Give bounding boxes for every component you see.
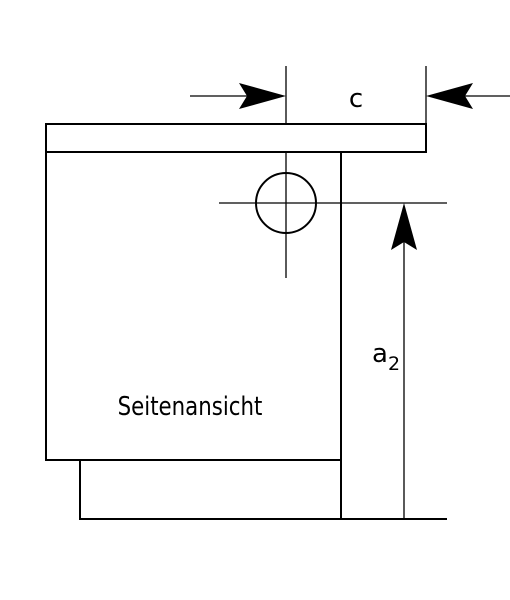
- dimension-label-subscript: 2: [388, 353, 400, 375]
- top-plate: [45, 123, 427, 153]
- arrowhead-c-right: [426, 83, 473, 109]
- view-name-label: Seitenansicht: [118, 391, 263, 422]
- arrowhead-c-left: [239, 83, 286, 109]
- dimension-label-a2: a2: [372, 339, 400, 375]
- arrowhead-a2-top: [391, 203, 417, 250]
- plinth: [79, 460, 342, 520]
- cabinet-body: [45, 152, 342, 461]
- dimension-label-a: a: [372, 339, 388, 369]
- dimension-label-c: c: [349, 84, 363, 114]
